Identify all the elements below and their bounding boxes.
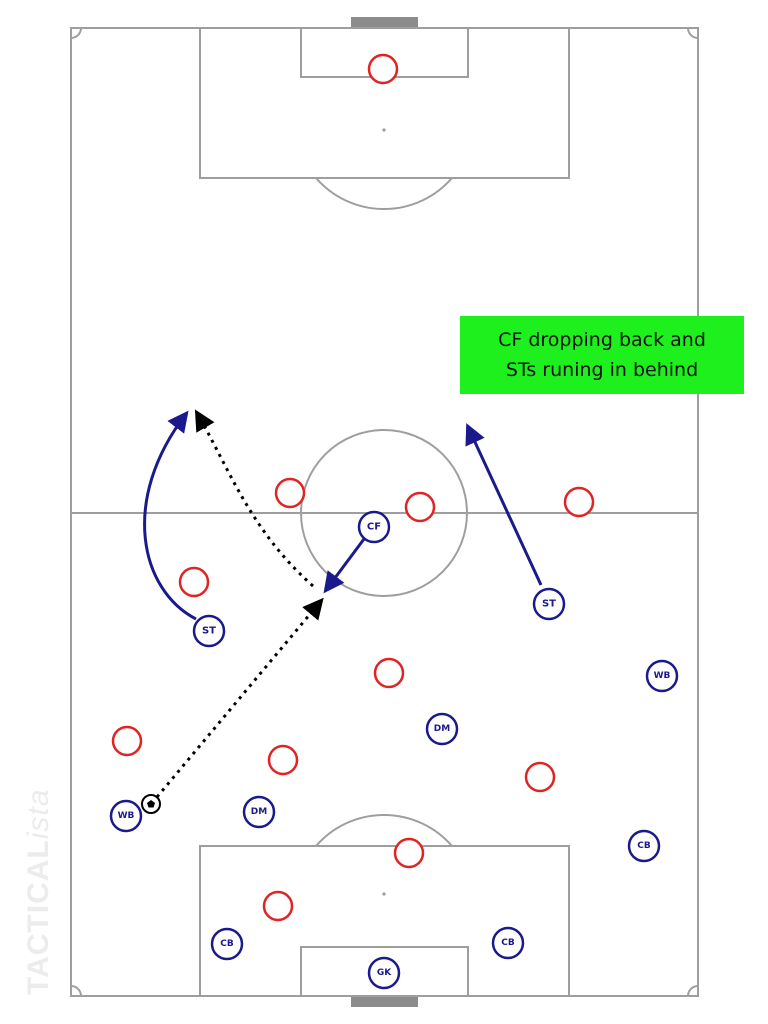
watermark: TACTICALista <box>22 789 56 995</box>
corner-arc-bl <box>70 985 82 997</box>
team-b-player <box>563 486 595 518</box>
player-cf: CF <box>357 510 391 544</box>
team-b-player <box>111 725 143 757</box>
ball-icon <box>141 794 161 814</box>
pass-arrow-wb-to-cf <box>155 597 324 798</box>
player-cb-right: CB <box>627 829 661 863</box>
player-cb-center-label: CB <box>501 938 515 948</box>
player-dm-left: DM <box>242 795 276 829</box>
team-b-players <box>111 53 595 922</box>
movement-arrow-cf-drop <box>323 538 366 594</box>
player-st-left: ST <box>192 614 226 648</box>
corner-arc-tl <box>70 27 82 39</box>
watermark-part-2: ista <box>22 788 55 840</box>
annotation-line-1: CF dropping back and <box>498 329 706 351</box>
bottom-penalty-spot <box>382 892 386 896</box>
player-gk-label: GK <box>377 968 392 978</box>
corner-arc-br <box>687 985 699 997</box>
player-cb-left-label: CB <box>220 939 234 949</box>
player-wb-right-label: WB <box>654 671 671 681</box>
player-dm-right: DM <box>425 712 459 746</box>
movement-arrow-st-left-run <box>143 410 197 621</box>
top-penalty-area <box>199 27 570 179</box>
player-wb-left-label: WB <box>118 811 135 821</box>
pitch-markings <box>70 27 699 997</box>
team-b-player <box>367 53 399 85</box>
player-st-right: ST <box>532 587 566 621</box>
player-st-left-label: ST <box>202 626 216 637</box>
top-goal <box>351 17 418 27</box>
bottom-goal <box>351 997 418 1007</box>
player-wb-left: WB <box>109 799 143 833</box>
team-b-player <box>262 890 294 922</box>
player-dm-right-label: DM <box>434 724 450 734</box>
player-cb-center: CB <box>491 926 525 960</box>
team-b-player <box>274 477 306 509</box>
centre-circle <box>300 429 468 597</box>
top-penalty-spot <box>382 128 386 132</box>
team-b-player <box>393 837 425 869</box>
team-b-player <box>404 491 436 523</box>
player-st-right-label: ST <box>542 599 556 610</box>
player-wb-right: WB <box>645 659 679 693</box>
annotation-line-2: STs runing in behind <box>505 359 699 381</box>
watermark-part-1: TACTICAL <box>22 839 55 995</box>
player-cb-left: CB <box>210 927 244 961</box>
movement-arrow-st-right-run <box>465 423 543 586</box>
player-cf-label: CF <box>367 522 381 533</box>
player-dm-left-label: DM <box>251 807 267 817</box>
team-b-player <box>267 744 299 776</box>
annotation-callout: CF dropping back and STs runing in behin… <box>460 316 744 394</box>
team-a-players: CF ST ST WB DM WB DM CB <box>109 510 679 990</box>
pass-arrow-cf-to-st <box>194 409 314 588</box>
top-penalty-arc <box>315 177 453 211</box>
team-b-player <box>524 761 556 793</box>
bottom-penalty-arc <box>315 813 453 847</box>
player-cb-right-label: CB <box>637 841 651 851</box>
corner-arc-tr <box>687 27 699 39</box>
team-b-player <box>178 566 210 598</box>
team-b-player <box>373 657 405 689</box>
player-gk: GK <box>367 956 401 990</box>
bottom-goal-area <box>300 946 469 997</box>
